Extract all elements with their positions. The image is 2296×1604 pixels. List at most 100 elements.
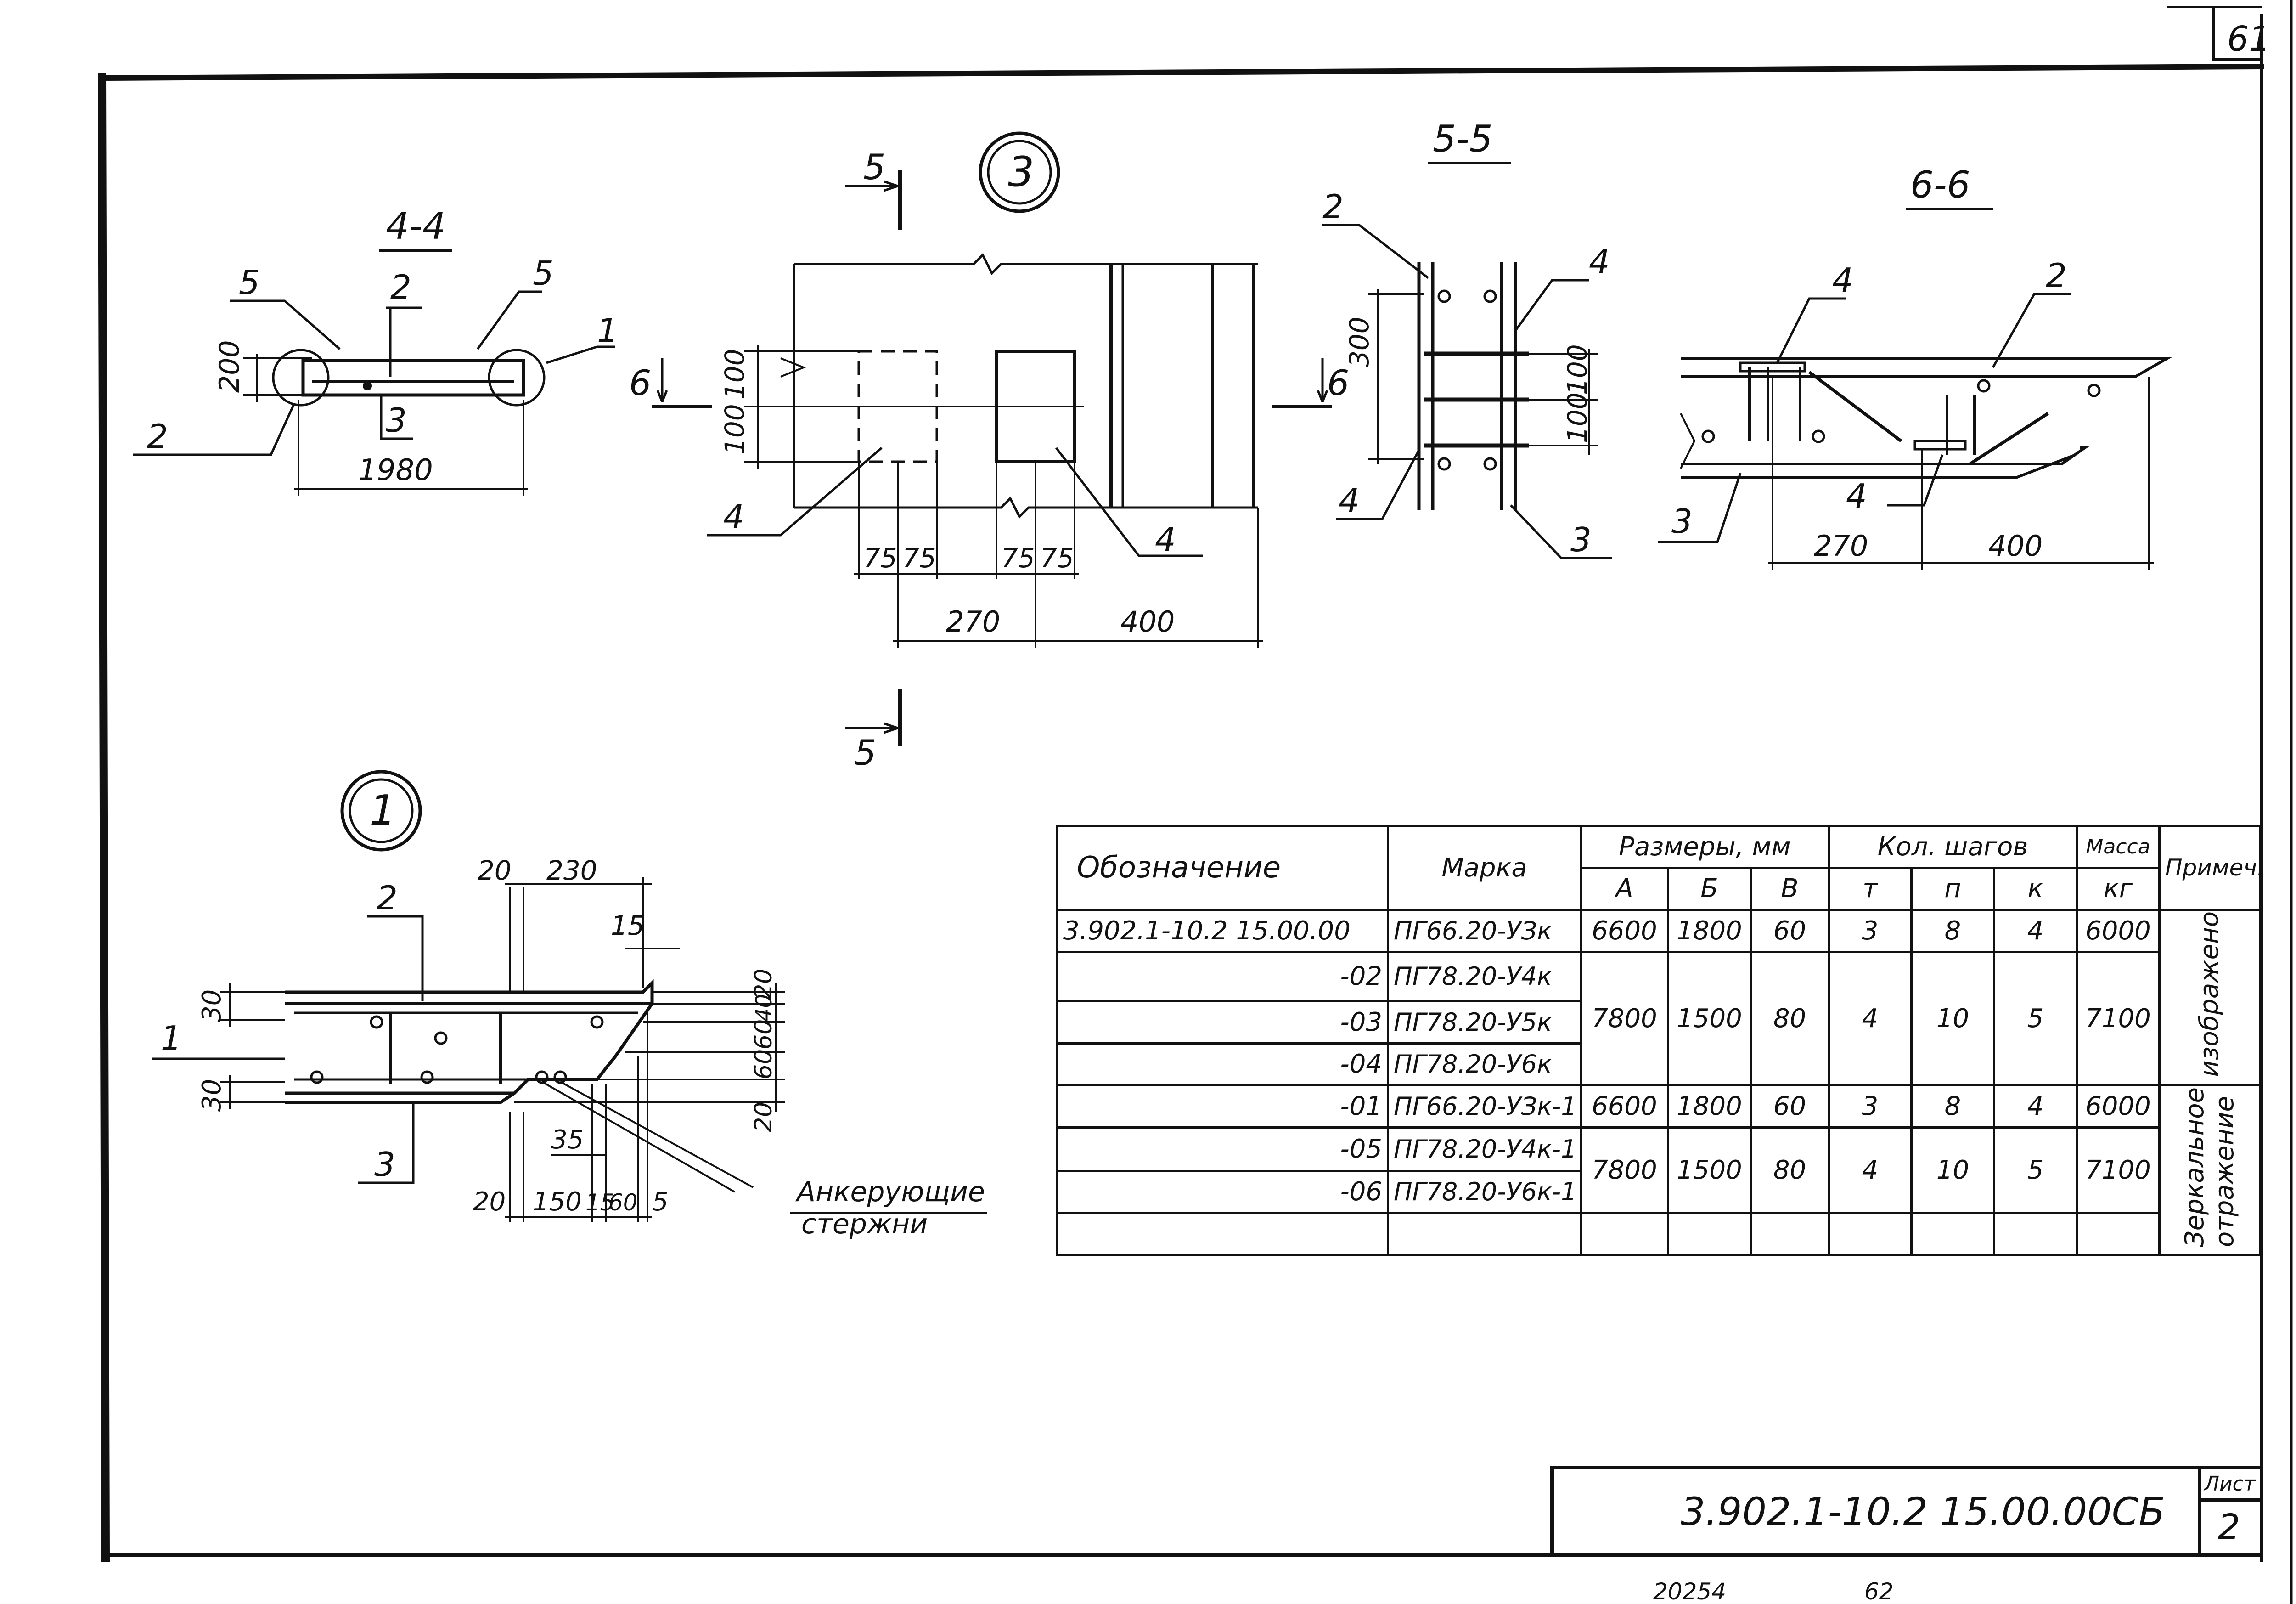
dim-200: 200 <box>214 340 246 393</box>
header-mass-unit: кг <box>2076 866 2161 911</box>
detail-marker-3-outer <box>979 131 1060 213</box>
cell-A: 7800 <box>1580 1126 1669 1214</box>
header-row-2: А Б В т п к кг <box>1058 866 2261 911</box>
table-row: -06 ПГ78.20-У6к-1 <box>1056 1169 2261 1214</box>
header-n: п <box>1910 866 1995 911</box>
leader-3 <box>358 1102 415 1184</box>
plate-top-edge <box>794 253 1258 276</box>
rebar-circle <box>1812 429 1825 443</box>
leader-4-top <box>1776 297 1846 364</box>
cut-5-top-label: 5 <box>863 147 885 187</box>
cell-n: 8 <box>1910 1084 1995 1129</box>
rebar-circle <box>2087 384 2101 397</box>
cell-V: 60 <box>1750 1084 1830 1129</box>
callout-3: 3 <box>386 401 407 440</box>
cut-5-bottom-label: 5 <box>854 732 876 773</box>
dim-100-lines <box>1515 349 1598 455</box>
cell-k: 5 <box>1992 1126 2078 1214</box>
note-depicted-text: изображено <box>2195 911 2225 1078</box>
cell-V: 80 <box>1750 950 1830 1087</box>
callout-1: 1 <box>597 311 618 350</box>
header-mass: Масса <box>2076 825 2161 869</box>
dim-bottom-5: 5 <box>652 1187 669 1217</box>
frame-left-line <box>98 73 110 1562</box>
header-sizes: Размеры, мм <box>1580 825 1830 869</box>
cell-B: 1500 <box>1667 950 1752 1087</box>
row-code: -02 <box>1056 950 1389 1003</box>
header-designation: Обозначение <box>1056 824 1389 911</box>
dim-75-b: 75 <box>902 542 936 574</box>
callout-3: 3 <box>1570 520 1592 559</box>
row-mark: ПГ78.20-У6к <box>1387 1042 1582 1087</box>
leader-4-bottom <box>1887 454 1944 507</box>
detail-marker-1-inner <box>349 778 414 843</box>
cell-m: 4 <box>1828 1126 1913 1214</box>
cell-k: 5 <box>1992 950 2078 1087</box>
row-code: -05 <box>1056 1126 1389 1172</box>
view-4-4: 4-4 5 2 5 1 2 3 200 1980 <box>133 205 618 496</box>
header-V: В <box>1750 866 1830 911</box>
break-mark <box>780 357 806 378</box>
dim-400: 400 <box>1988 529 2043 563</box>
cell-B: 1800 <box>1667 909 1752 953</box>
sheet-number: 2 <box>2218 1506 2240 1547</box>
view-3: 3 5 5 6 6 4 4 100 100 <box>629 131 1349 773</box>
view-5-5: 5-5 2 4 4 3 300 100 100 <box>1322 118 1612 559</box>
dim-bottom-60: 60 <box>608 1189 638 1216</box>
cell-mass: 7100 <box>2076 950 2161 1087</box>
cell-n: 8 <box>1910 909 1995 953</box>
corner-number: 61 <box>2227 19 2270 59</box>
cell-m: 4 <box>1828 950 1913 1087</box>
cell-empty <box>2076 1212 2161 1256</box>
detail-marker-3: 3 <box>1008 148 1034 196</box>
note-mirror: Зеркальноеотражение <box>2158 1084 2262 1256</box>
rebar-circle <box>1437 457 1451 471</box>
header-note: Примеч. <box>2158 824 2262 911</box>
bottom-flange <box>285 1092 515 1104</box>
callout-2-bottom: 2 <box>147 417 168 456</box>
dim-200-lines <box>243 354 312 402</box>
plate-bottom-edge <box>794 496 1258 519</box>
cell-k: 4 <box>1992 909 2078 953</box>
detail-marker-1-outer <box>340 770 422 852</box>
dim-75-d: 75 <box>1040 542 1074 574</box>
cell-empty <box>1828 1212 1913 1256</box>
sheet-frame: 61 <box>98 0 2293 1604</box>
leader-2 <box>367 915 424 1001</box>
leader-3 <box>1658 473 1742 543</box>
note-mirror-text-2: отражение <box>2209 1096 2240 1247</box>
leader-5-right <box>476 290 542 350</box>
cell-B: 1800 <box>1667 1084 1752 1129</box>
table-row <box>1056 1212 2261 1256</box>
rebar-circle <box>1483 457 1497 471</box>
title-block-lines <box>1550 1466 2262 1555</box>
header-B: Б <box>1667 866 1752 911</box>
dim-bottom-35: 35 <box>551 1125 584 1155</box>
dim-left-30-top: 30 <box>197 989 227 1022</box>
frame-top-line <box>101 64 2264 81</box>
row-code: -06 <box>1056 1169 1389 1214</box>
document-code: 3.902.1-10.2 15.00.00СБ <box>1681 1489 2165 1534</box>
dim-100-bottom: 100 <box>1562 392 1593 443</box>
anchor-label-line2: стержни <box>801 1208 928 1240</box>
dim-75-lines <box>854 462 1079 579</box>
table-row: 3.902.1-10.2 15.00.00 ПГ66.20-УЗк 6600 1… <box>1056 909 2262 1087</box>
dim-1980: 1980 <box>358 453 433 487</box>
rib-bars <box>389 1013 502 1084</box>
dim-bottom-20: 20 <box>473 1187 506 1217</box>
table-row: -05 ПГ78.20-У4к-1 7800 1500 80 4 10 5 71… <box>1056 1126 2261 1214</box>
dim-top-230: 230 <box>546 855 597 886</box>
cell-k: 4 <box>1992 1084 2078 1129</box>
rebar-circle <box>1701 429 1715 443</box>
leader-2 <box>1992 293 2071 368</box>
cell-empty <box>1750 1212 1830 1256</box>
rebar-circle <box>1483 289 1497 303</box>
dim-75-c: 75 <box>1001 542 1035 574</box>
row-mark: ПГ66.20-УЗк-1 <box>1387 1084 1582 1129</box>
callout-2-top: 2 <box>390 268 411 306</box>
callout-4-top: 4 <box>1589 243 1610 281</box>
cut-5-bottom-arrow <box>845 722 898 734</box>
cut-6-left-arrow <box>656 358 668 402</box>
